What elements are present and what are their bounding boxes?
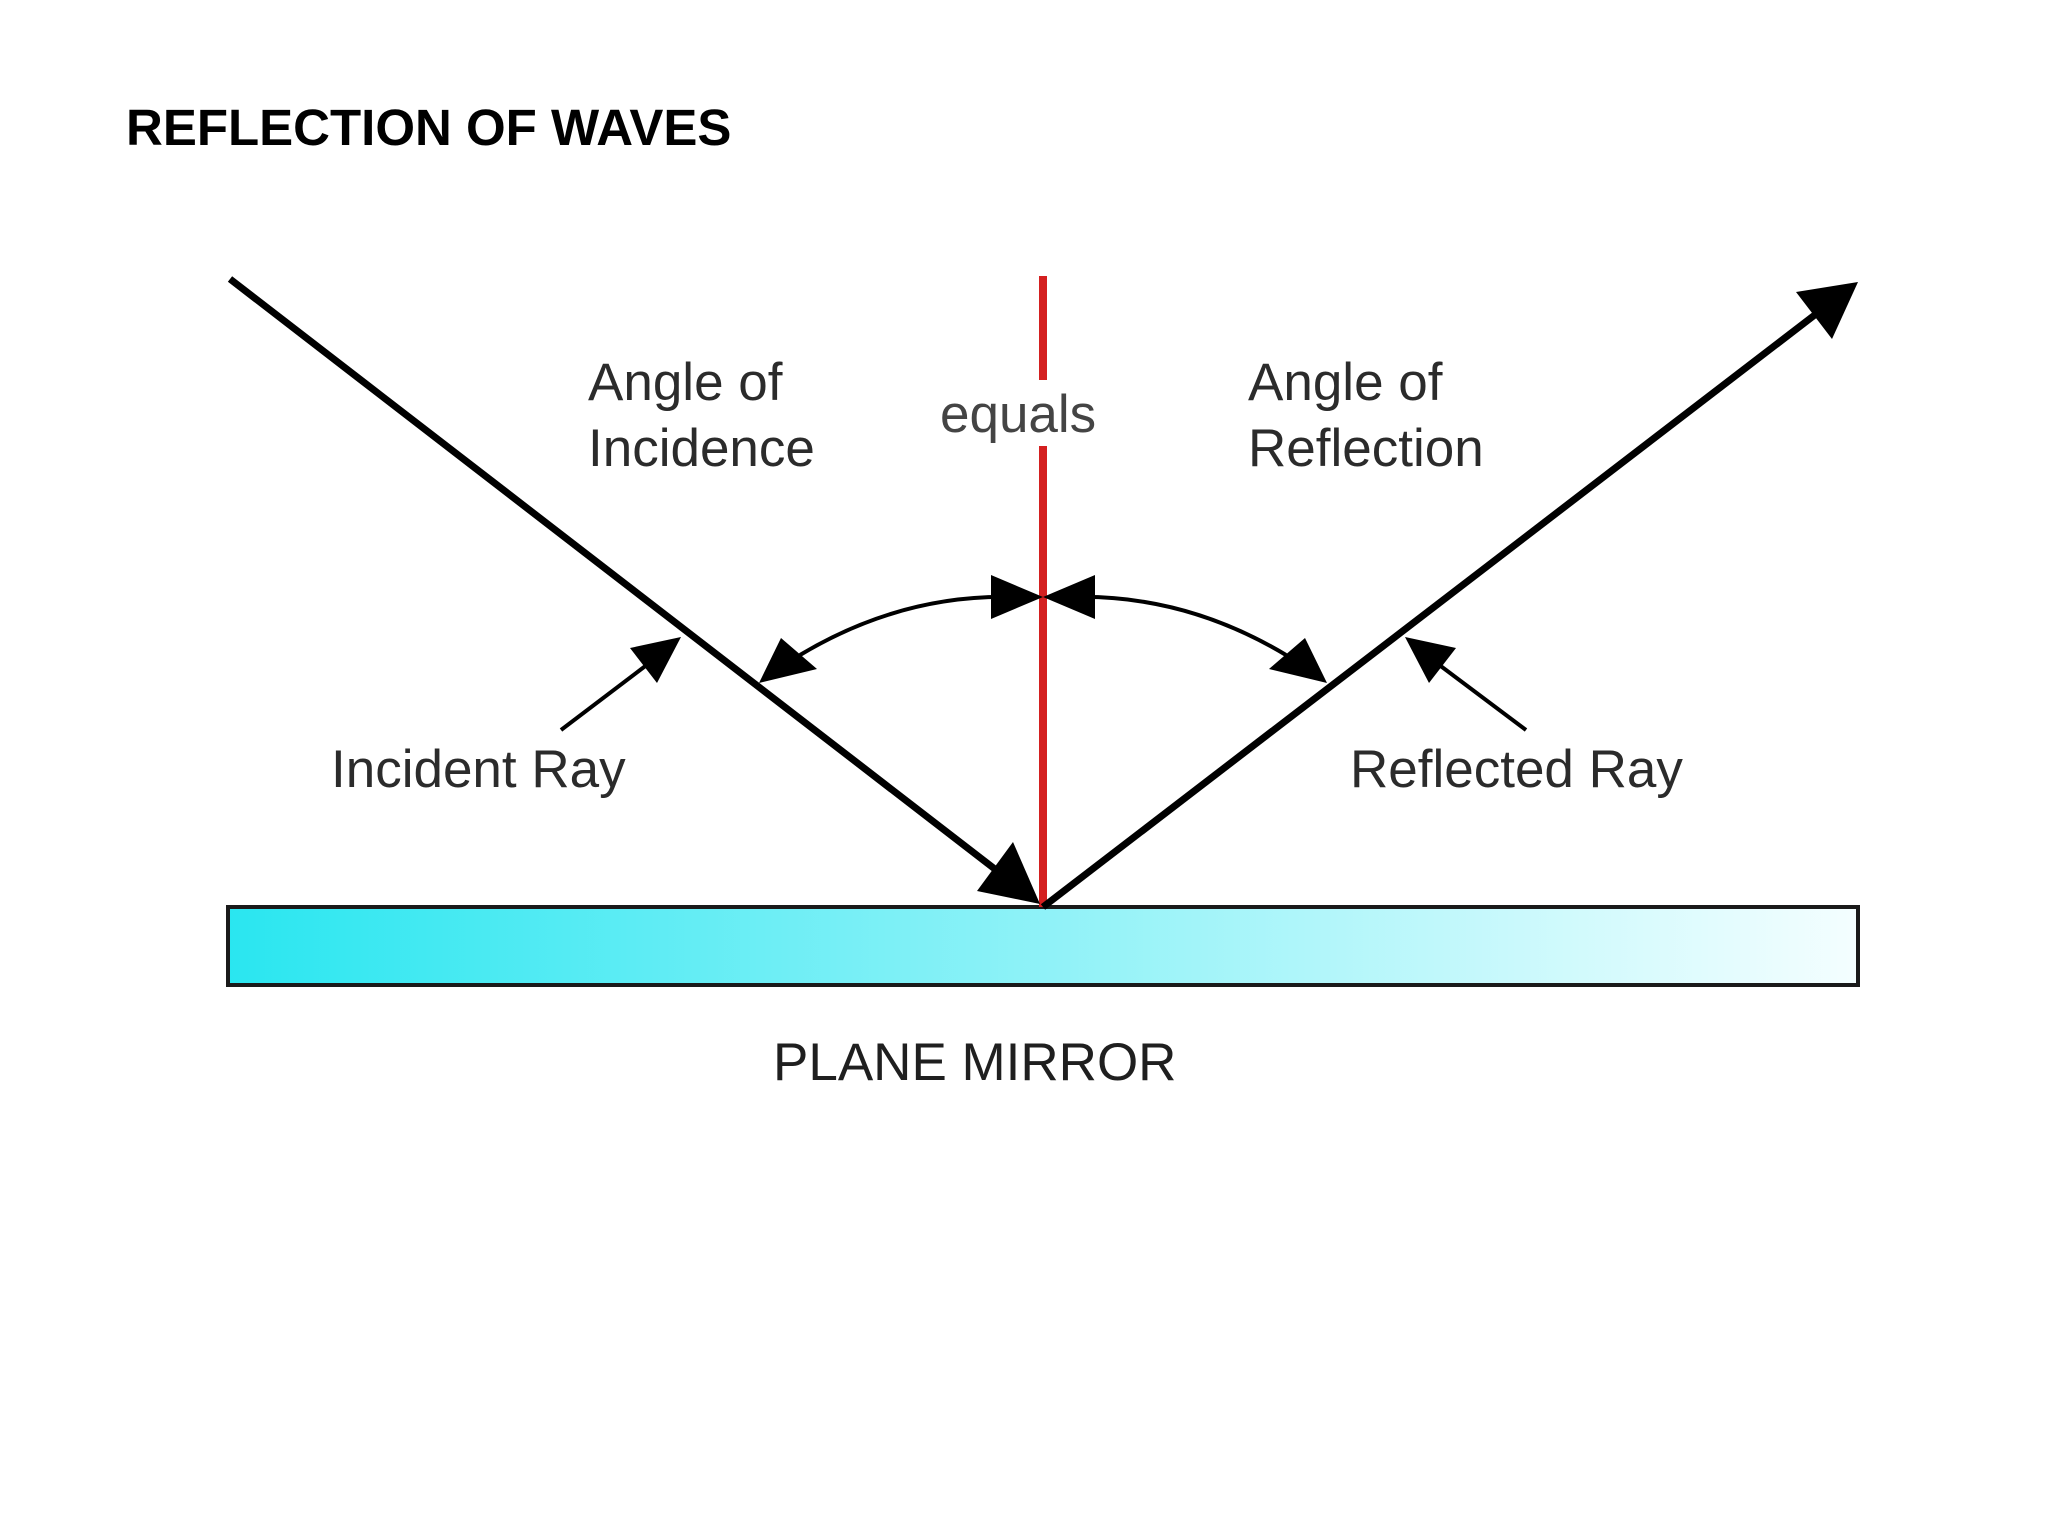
incident-ray-label: Incident Ray <box>331 740 626 799</box>
reflected-ray-pointer-arrowhead <box>1405 637 1456 683</box>
angle-of-reflection-arc <box>1075 594 1288 657</box>
angle-of-incidence-label-line1: Angle of <box>588 353 783 412</box>
reflected-ray-line <box>1040 311 1819 910</box>
angle-arc-right-top-arrowhead <box>1043 575 1095 619</box>
angle-of-incidence-arc <box>798 594 1011 657</box>
equals-label: equals <box>940 385 1096 444</box>
angle-arc-right-end-arrowhead <box>1269 638 1327 683</box>
reflected-ray-pointer <box>1436 662 1528 732</box>
incident-ray-pointer <box>559 662 650 732</box>
plane-mirror <box>226 905 1860 987</box>
incident-ray-pointer-arrowhead <box>630 637 681 683</box>
angle-arc-left-end-arrowhead <box>759 638 817 683</box>
angle-of-incidence-label-line2: Incidence <box>588 419 815 478</box>
angle-of-reflection-label-line2: Reflection <box>1248 419 1484 478</box>
plane-mirror-label: PLANE MIRROR <box>773 1033 1176 1092</box>
angle-of-reflection-label-line1: Angle of <box>1248 353 1443 412</box>
reflected-ray-arrowhead <box>1796 282 1858 339</box>
incident-ray-arrowhead <box>977 842 1040 904</box>
angle-arc-left-top-arrowhead <box>991 575 1043 619</box>
equals-label-background <box>935 380 1120 446</box>
page-title: REFLECTION OF WAVES <box>126 99 732 156</box>
incident-ray-line <box>227 276 1003 876</box>
reflected-ray-label: Reflected Ray <box>1350 740 1683 799</box>
